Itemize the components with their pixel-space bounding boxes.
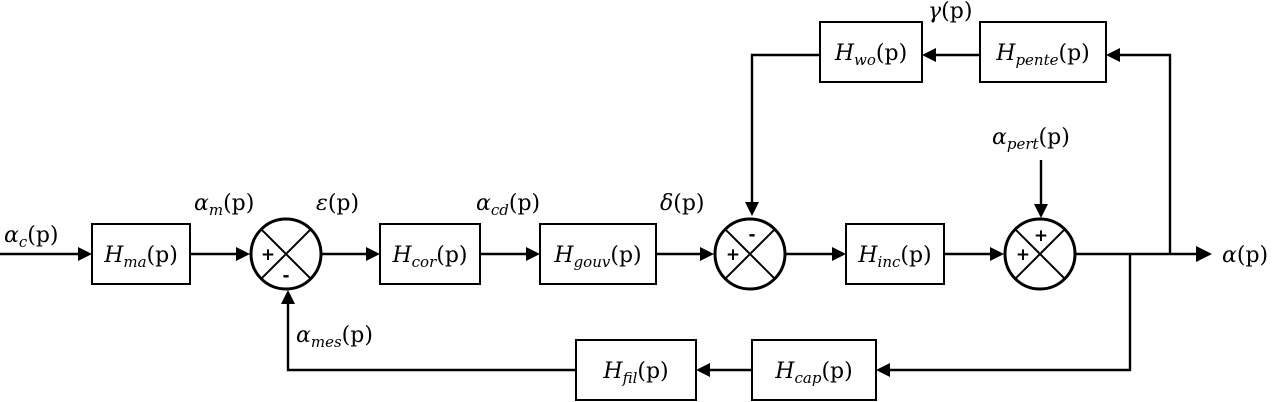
wire-wo-to-s2 — [750, 53, 820, 206]
block-h-inc: Hinc(p) — [845, 223, 945, 285]
block-h-wo: Hwo(p) — [819, 21, 923, 83]
signal-label-alpha-cd: αcd(p) — [476, 191, 540, 219]
block-h-ma: Hma(p) — [91, 223, 191, 285]
summing-junction-1: + - — [249, 217, 323, 291]
block-h-cor: Hcor(p) — [379, 223, 481, 285]
plus-sign: + — [261, 245, 275, 265]
svg-text:Hwo(p): Hwo(p) — [834, 41, 907, 69]
plus-sign: + — [1034, 226, 1048, 246]
arrowhead — [281, 290, 295, 304]
arrowhead — [1196, 246, 1212, 262]
plus-sign: + — [1016, 245, 1030, 265]
block-h-fil: Hfil(p) — [575, 339, 697, 401]
arrowhead — [876, 363, 890, 377]
arrowhead — [832, 247, 846, 261]
plus-sign: + — [726, 245, 740, 265]
minus-sign: - — [282, 266, 289, 286]
arrowhead — [1034, 204, 1048, 218]
arrowhead — [696, 363, 710, 377]
svg-text:Hinc(p): Hinc(p) — [857, 243, 931, 271]
svg-text:Hma(p): Hma(p) — [103, 243, 178, 271]
arrowhead — [366, 247, 380, 261]
arrowhead — [78, 247, 92, 261]
minus-sign: - — [748, 225, 755, 245]
svg-text:Hgouv(p): Hgouv(p) — [553, 243, 641, 271]
wire-fil-to-s1 — [286, 300, 576, 372]
wire-lower-feedback — [888, 254, 1132, 372]
block-h-pente: Hpente(p) — [979, 21, 1107, 83]
arrowhead — [1106, 48, 1120, 62]
wire-upper-feedback — [1118, 53, 1172, 254]
summing-junction-3: + + — [1003, 217, 1077, 291]
signal-label-alpha-pert: αpert(p) — [992, 125, 1070, 153]
block-h-gouv: Hgouv(p) — [539, 223, 657, 285]
svg-text:Hfil(p): Hfil(p) — [602, 359, 668, 387]
arrowhead — [745, 202, 759, 216]
arrowheads — [78, 48, 1212, 377]
arrowhead — [236, 247, 250, 261]
arrowhead — [526, 247, 540, 261]
signal-label-gamma: γ(p) — [928, 0, 972, 24]
signal-label-epsilon: ε(p) — [316, 191, 359, 216]
summing-junction-2: + - — [713, 217, 787, 291]
svg-text:Hcap(p): Hcap(p) — [774, 359, 852, 387]
wires — [0, 53, 1200, 372]
arrowhead — [990, 247, 1004, 261]
svg-text:Hpente(p): Hpente(p) — [995, 41, 1089, 69]
arrowhead — [922, 48, 936, 62]
arrowhead — [700, 247, 714, 261]
block-h-cap: Hcap(p) — [751, 339, 877, 401]
signal-label-alpha-output: α(p) — [1222, 243, 1268, 268]
signal-label-delta: δ(p) — [660, 191, 705, 216]
svg-text:Hcor(p): Hcor(p) — [391, 243, 467, 271]
signal-label-alpha-mes: αmes(p) — [296, 323, 373, 351]
signal-label-alpha-c: αc(p) — [4, 223, 59, 251]
signal-label-alpha-m: αm(p) — [194, 191, 254, 219]
